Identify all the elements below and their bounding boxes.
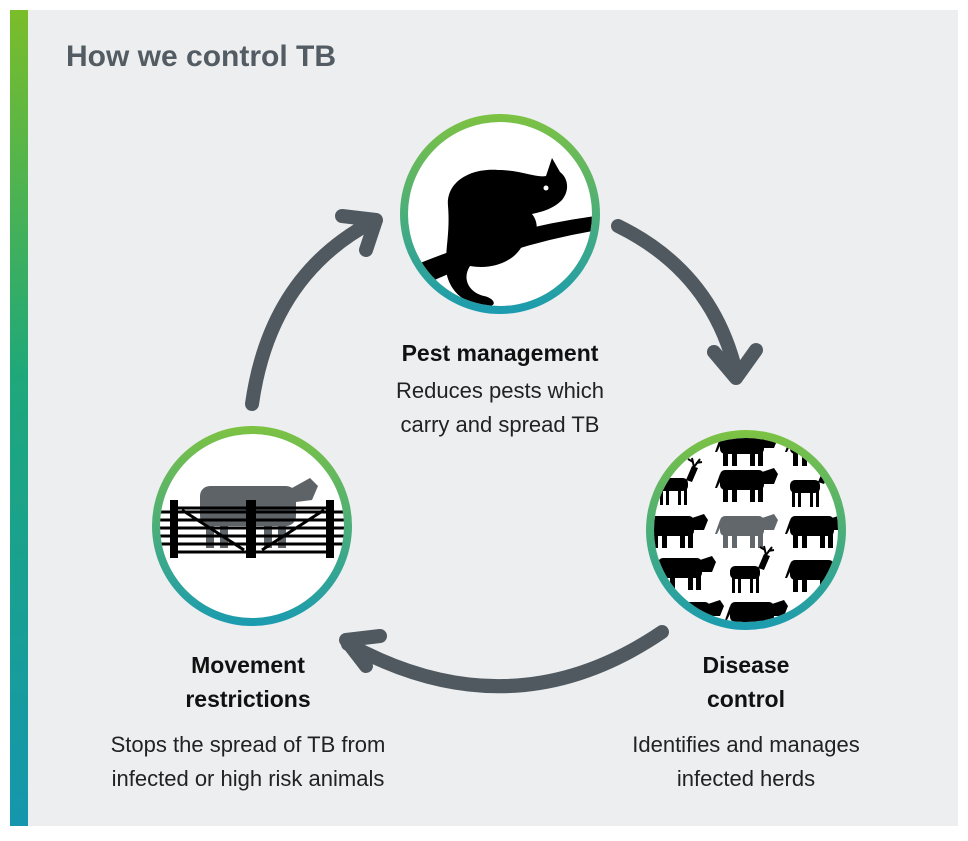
cycle-arrows — [245, 209, 763, 694]
movement-description-line: infected or high risk animals — [111, 766, 385, 791]
movement-restrictions-description: Stops the spread of TB from infected or … — [58, 728, 438, 796]
arrow-disease-to-movement-head — [339, 629, 387, 673]
pest-management-description: Reduces pests which carry and spread TB — [350, 374, 650, 442]
pest-description-line: Reduces pests which — [396, 378, 604, 403]
disease-control-node — [646, 430, 846, 630]
disease-heading-line: control — [707, 686, 785, 712]
arrow-movement-to-pest-head — [335, 209, 383, 257]
arrow-pest-to-disease-head — [707, 343, 763, 385]
movement-description-line: Stops the spread of TB from — [110, 732, 386, 757]
pest-description-line: carry and spread TB — [400, 412, 600, 437]
pest-management-node — [400, 114, 600, 314]
pest-management-heading: Pest management — [401, 340, 599, 366]
movement-restrictions-heading: Movement restrictions — [128, 648, 368, 716]
arrow-pest-to-disease — [611, 219, 743, 379]
accent-stripe — [10, 10, 28, 826]
arrow-disease-to-movement — [341, 625, 669, 694]
arrow-movement-to-pest — [245, 215, 379, 411]
disease-control-description: Identifies and manages infected herds — [586, 728, 906, 796]
movement-restrictions-node — [152, 426, 352, 626]
page-title: How we control TB — [66, 40, 336, 73]
disease-heading-line: Disease — [702, 652, 790, 678]
movement-heading-line: restrictions — [185, 686, 311, 712]
movement-heading-line: Movement — [191, 652, 305, 678]
disease-description-line: Identifies and manages — [632, 732, 860, 757]
possum-on-branch-icon — [408, 158, 592, 306]
disease-control-heading: Disease control — [646, 648, 846, 716]
cow-behind-gate-icon — [160, 478, 344, 558]
disease-description-line: infected herds — [676, 766, 816, 791]
